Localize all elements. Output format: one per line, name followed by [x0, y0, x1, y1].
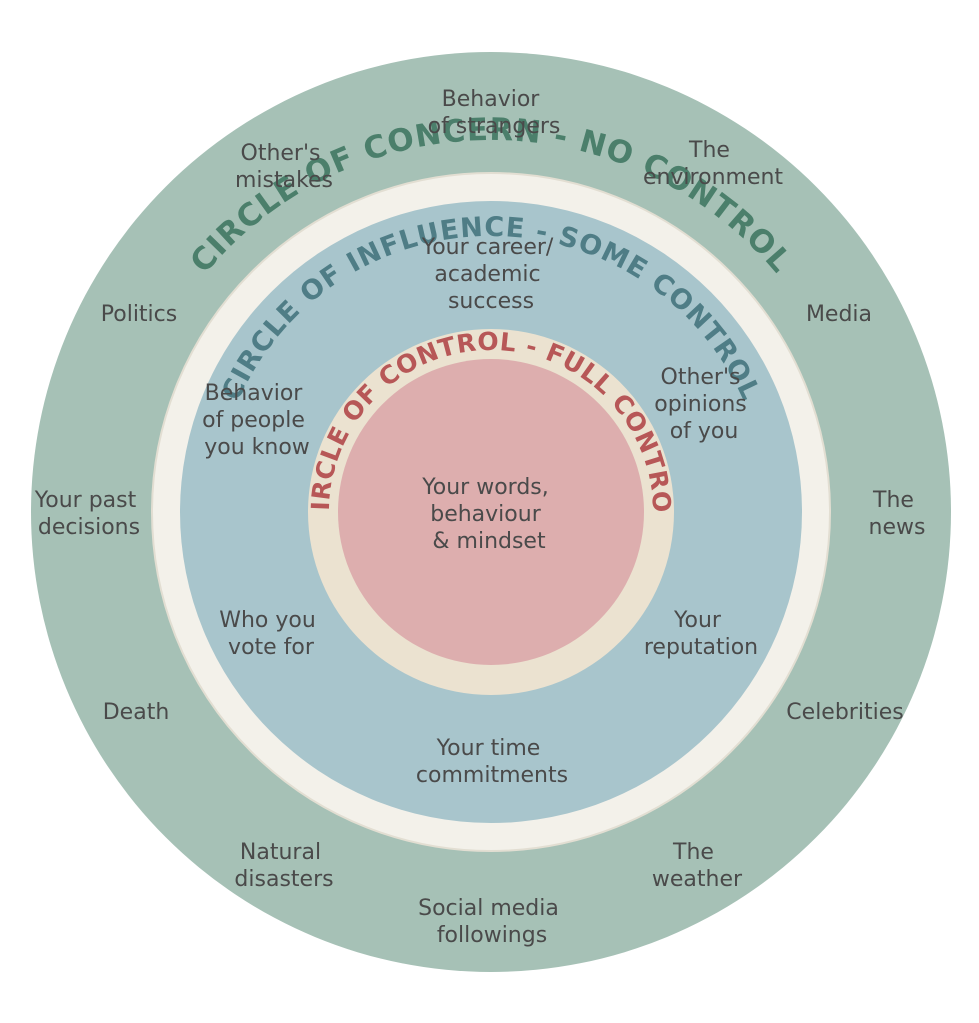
concern-item-media: Media: [806, 302, 872, 327]
concern-item-natural-disasters: Natural disasters: [234, 840, 333, 892]
influence-item-time-commitments: Your time commitments: [416, 736, 568, 788]
concern-item-the-environment: The environment: [643, 138, 783, 190]
influence-item-who-you-vote-for: Who you vote for: [219, 608, 323, 660]
concern-item-social-media-followings: Social media followings: [418, 896, 566, 948]
influence-item-career-success: Your career/ academic success: [421, 235, 561, 314]
concern-item-others-mistakes: Other's mistakes: [235, 141, 333, 193]
concern-item-behavior-of-strangers: Behavior of strangers: [428, 87, 561, 139]
concern-item-the-news: The news: [869, 488, 926, 540]
influence-item-others-opinions: Other's opinions of you: [654, 365, 753, 444]
concern-item-celebrities: Celebrities: [786, 700, 903, 725]
control-item-words-behaviour-mindset: Your words, behaviour & mindset: [421, 475, 556, 554]
influence-item-your-reputation: Your reputation: [644, 608, 758, 660]
influence-item-behavior-of-people: Behavior of people you know: [202, 381, 312, 460]
concern-item-death: Death: [103, 700, 170, 725]
control-circle: [338, 359, 644, 665]
concern-item-politics: Politics: [101, 302, 177, 327]
concern-item-your-past-decisions: Your past decisions: [34, 488, 144, 540]
concern-item-the-weather: The weather: [652, 840, 743, 892]
